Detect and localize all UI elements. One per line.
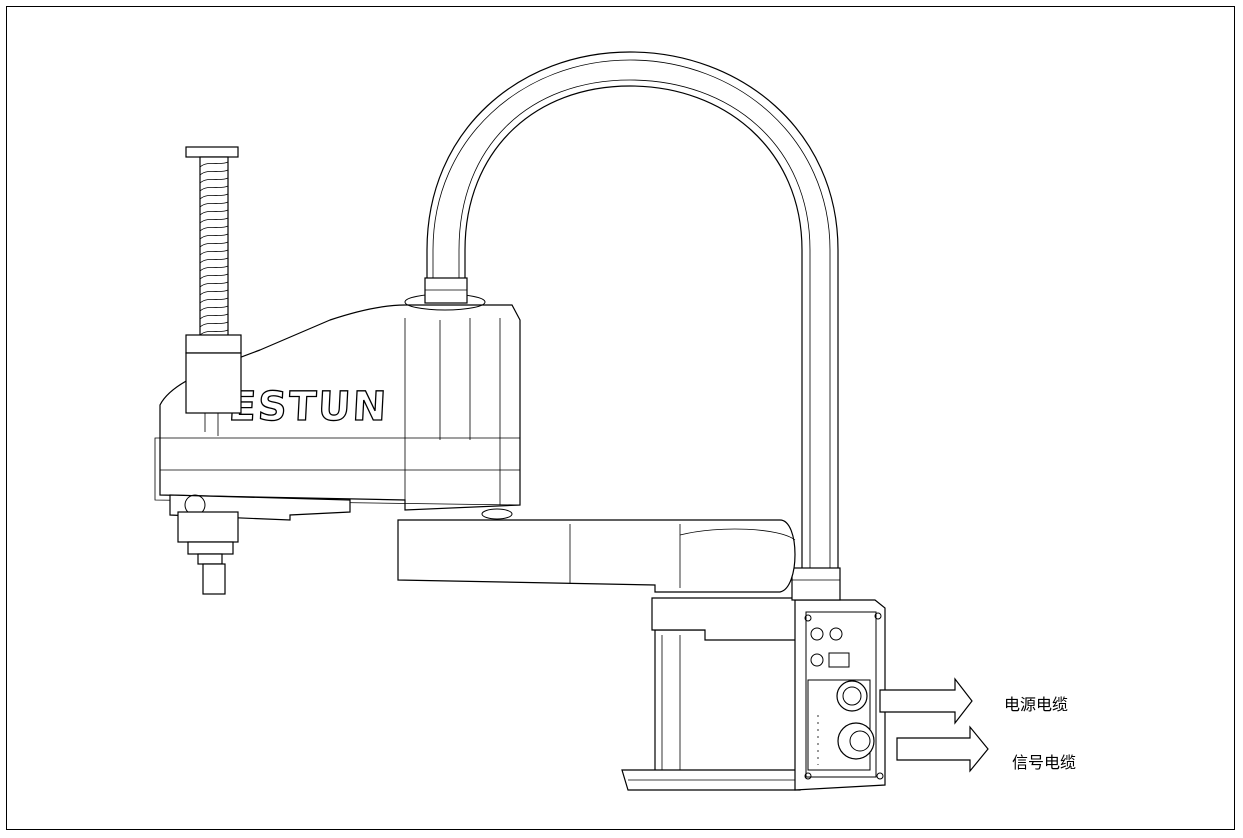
screw-thread [199, 209, 229, 216]
screw-thread [199, 249, 229, 256]
screw-thread [199, 305, 229, 312]
screw-thread [199, 329, 229, 336]
power-cable-arrow [879, 677, 973, 725]
power-cable-label: 电源电缆 [1004, 695, 1069, 714]
screw-thread [199, 217, 229, 224]
signal-cable-arrow [896, 725, 989, 773]
upper-arm [154, 277, 521, 521]
screw-thread [199, 161, 229, 168]
screw-thread [199, 257, 229, 264]
ball-screw [185, 146, 242, 414]
screw-thread [199, 241, 229, 248]
logo-text: ESTUN [227, 384, 389, 430]
screw-thread [199, 273, 229, 280]
signal-cable-label: 信号电缆 [1012, 753, 1077, 772]
screw-thread [199, 313, 229, 320]
screw-thread [199, 233, 229, 240]
tool-flange [177, 511, 239, 595]
screw-thread [199, 297, 229, 304]
screw-thread [199, 177, 229, 184]
screw-thread [199, 185, 229, 192]
screw-thread [199, 201, 229, 208]
screw-thread [199, 225, 229, 232]
brand-logo: ESTUN [227, 383, 390, 430]
figure-border [6, 6, 1235, 830]
screw-thread [199, 321, 229, 328]
screw-thread [199, 193, 229, 200]
base-column [621, 597, 801, 791]
screw-thread [199, 265, 229, 272]
connector-panel [791, 567, 886, 791]
lower-arm [397, 508, 796, 593]
screw-thread [199, 289, 229, 296]
screw-thread [199, 281, 229, 288]
screw-thread [199, 169, 229, 176]
